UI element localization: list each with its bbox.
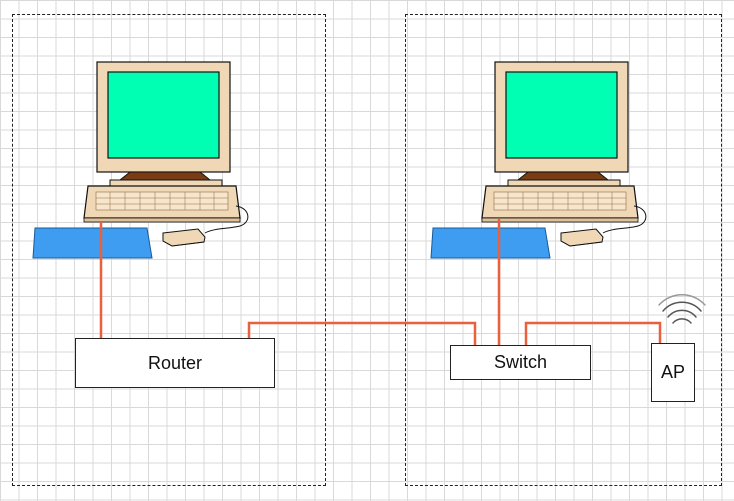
link-router-switch — [247, 321, 477, 345]
switch-node[interactable]: Switch — [450, 345, 591, 380]
wifi-icon — [658, 294, 706, 324]
switch-label: Switch — [493, 352, 547, 372]
access-point-node[interactable]: AP — [651, 343, 695, 402]
link-switch-ap — [524, 321, 662, 345]
computer-icon[interactable] — [32, 61, 249, 259]
network-zone-right — [405, 14, 722, 486]
router-label: Router — [147, 352, 203, 373]
network-zone-left — [12, 14, 326, 486]
computer-icon[interactable] — [430, 61, 647, 259]
router-node[interactable]: Router — [75, 338, 275, 388]
ap-label: AP — [660, 362, 685, 382]
